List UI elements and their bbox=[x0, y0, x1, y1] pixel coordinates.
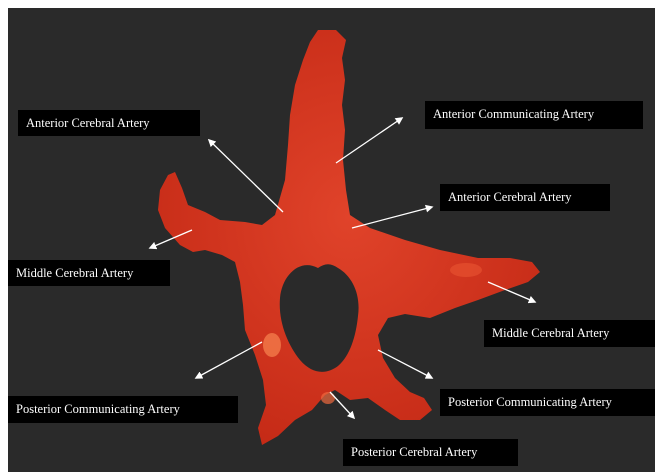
label-anterior-cerebral-left: Anterior Cerebral Artery bbox=[18, 110, 200, 136]
label-anterior-cerebral-right: Anterior Cerebral Artery bbox=[440, 184, 610, 211]
arrow-posterior-cerebral bbox=[329, 391, 356, 420]
arrow-middle-cerebral-left bbox=[148, 229, 193, 250]
label-middle-cerebral-right: Middle Cerebral Artery bbox=[484, 320, 655, 347]
arrow-posterior-communicating-right bbox=[377, 349, 434, 379]
vessel-highlight bbox=[321, 392, 335, 404]
label-posterior-communicating-right: Posterior Communicating Artery bbox=[440, 389, 655, 416]
vessel-highlight bbox=[263, 333, 281, 357]
arrow-middle-cerebral-right bbox=[487, 281, 537, 304]
label-posterior-communicating-left: Posterior Communicating Artery bbox=[8, 396, 238, 423]
circle-of-willis-vessels bbox=[158, 30, 540, 445]
label-anterior-communicating: Anterior Communicating Artery bbox=[425, 101, 643, 129]
vessel-highlight bbox=[450, 263, 482, 277]
arrow-anterior-cerebral-right bbox=[351, 204, 434, 229]
label-posterior-cerebral: Posterior Cerebral Artery bbox=[343, 439, 518, 466]
arrow-anterior-communicating bbox=[335, 117, 404, 164]
arrow-posterior-communicating-left bbox=[194, 341, 263, 379]
label-middle-cerebral-left: Middle Cerebral Artery bbox=[8, 260, 170, 286]
arrow-anterior-cerebral-left bbox=[207, 138, 284, 213]
